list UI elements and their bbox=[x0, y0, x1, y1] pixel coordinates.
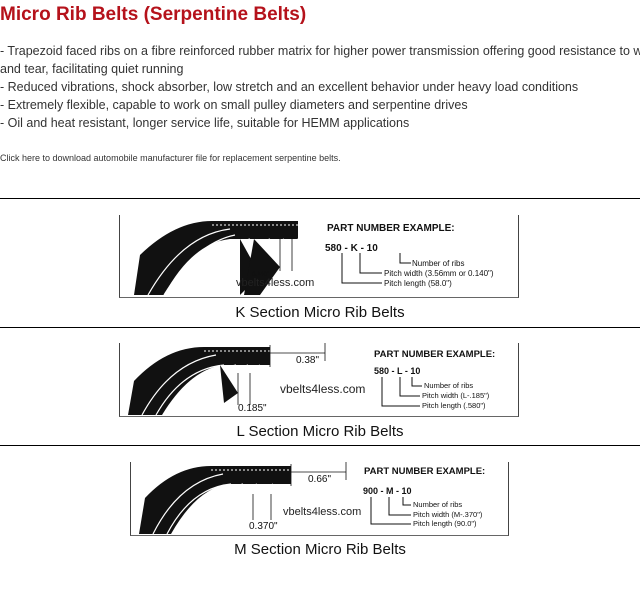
m-pitch-width-label: Pitch width (M-.370") bbox=[413, 510, 483, 519]
feature-line: - Extremely flexible, capable to work on… bbox=[0, 98, 468, 112]
belt-cross-section-icon bbox=[139, 466, 291, 535]
belt-cross-section-icon bbox=[128, 347, 270, 416]
k-part-code: 580 - K - 10 bbox=[325, 243, 378, 254]
m-part-example-title: PART NUMBER EXAMPLE: bbox=[364, 466, 485, 477]
k-watermark: vbelts4less.com bbox=[236, 277, 314, 289]
l-section-diagram: 0.38" 0.185" vbelts4less.com PART NUMBER… bbox=[119, 343, 519, 417]
section-divider bbox=[0, 327, 640, 328]
m-pitch-length-label: Pitch length (90.0") bbox=[413, 519, 477, 528]
feature-line: - Oil and heat resistant, longer service… bbox=[0, 116, 410, 130]
download-link[interactable]: Click here to download automobile manufa… bbox=[0, 153, 341, 163]
l-dimension: 0.185" bbox=[238, 403, 267, 414]
section-divider bbox=[0, 198, 640, 199]
k-ribs-label: Number of ribs bbox=[412, 259, 464, 268]
k-section-diagram: 0.140" vbelts4less.com PART NUMBER EXAMP… bbox=[119, 215, 519, 298]
feature-line: - Trapezoid faced ribs on a fibre reinfo… bbox=[0, 44, 640, 58]
k-dimension: 0.140" bbox=[252, 272, 269, 278]
k-part-example-title: PART NUMBER EXAMPLE: bbox=[327, 223, 455, 234]
l-ribs-label: Number of ribs bbox=[424, 381, 473, 390]
m-ribs-label: Number of ribs bbox=[413, 500, 462, 509]
m-watermark: vbelts4less.com bbox=[283, 506, 361, 518]
feature-line: - Reduced vibrations, shock absorber, lo… bbox=[0, 80, 579, 94]
l-pitch-width-label: Pitch width (L-.185") bbox=[422, 391, 490, 400]
k-section-caption: K Section Micro Rib Belts bbox=[235, 304, 405, 321]
k-pitch-length-label: Pitch length (58.0") bbox=[384, 279, 452, 288]
m-section-diagram: 0.66" 0.370" vbelts4less.com PART NUMBER… bbox=[130, 462, 509, 536]
l-pitch-length-label: Pitch length (.580") bbox=[422, 401, 486, 410]
belt-cross-section-icon bbox=[134, 221, 299, 296]
m-section-caption: M Section Micro Rib Belts bbox=[234, 541, 406, 558]
m-part-code: 900 - M - 10 bbox=[363, 486, 412, 496]
l-part-code: 580 - L - 10 bbox=[374, 366, 420, 376]
l-section-caption: L Section Micro Rib Belts bbox=[236, 423, 404, 440]
page-title: Micro Rib Belts (Serpentine Belts) bbox=[0, 4, 307, 25]
m-dimension: 0.370" bbox=[249, 521, 278, 532]
l-dimension-top: 0.38" bbox=[296, 355, 319, 366]
feature-line: and tear, facilitating quiet running bbox=[0, 62, 184, 76]
m-dimension-top: 0.66" bbox=[308, 474, 331, 485]
l-part-example-title: PART NUMBER EXAMPLE: bbox=[374, 349, 495, 360]
section-divider bbox=[0, 445, 640, 446]
l-watermark: vbelts4less.com bbox=[280, 382, 365, 396]
k-pitch-width-label: Pitch width (3.56mm or 0.140") bbox=[384, 269, 494, 278]
